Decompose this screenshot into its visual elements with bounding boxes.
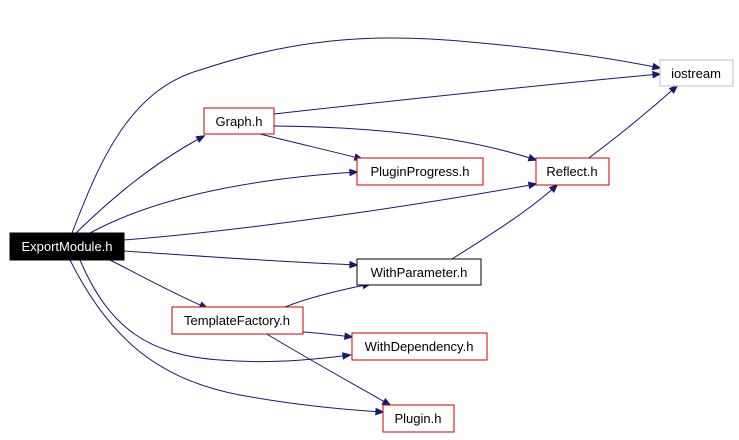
node-template-factory[interactable]: TemplateFactory.h	[171, 306, 304, 335]
edge-withparameter-to-reflect	[451, 185, 557, 260]
node-label: Graph.h	[216, 114, 263, 129]
node-label: iostream	[671, 66, 721, 81]
edge-export-to-graph	[75, 136, 204, 234]
edge-export-to-iostream	[71, 37, 660, 234]
edge-export-to-withparameter	[123, 250, 357, 265]
node-label: ExportModule.h	[21, 239, 112, 254]
node-plugin[interactable]: Plugin.h	[382, 404, 455, 433]
edge-graph-to-iostream	[273, 74, 660, 115]
edge-reflect-to-iostream	[585, 86, 677, 161]
node-reflect[interactable]: Reflect.h	[535, 157, 610, 186]
edge-templatefactory-to-withparameter	[284, 284, 370, 308]
node-label: Reflect.h	[546, 164, 597, 179]
node-with-dependency[interactable]: WithDependency.h	[351, 332, 488, 361]
edge-export-to-templatefactory	[109, 259, 207, 308]
edge-templatefactory-to-plugin	[264, 332, 390, 405]
edge-graph-to-reflect	[273, 125, 536, 160]
edge-export-to-reflect	[123, 184, 536, 241]
node-label: WithDependency.h	[365, 339, 474, 354]
edge-templatefactory-to-withdependency	[302, 331, 352, 337]
edge-export-to-pluginprogress	[89, 172, 357, 234]
node-label: TemplateFactory.h	[184, 313, 290, 328]
node-export-module[interactable]: ExportModule.h	[9, 232, 125, 261]
node-box	[203, 107, 275, 135]
node-box	[535, 157, 610, 186]
edges	[69, 37, 677, 412]
nodes: ExportModule.h iostream Graph.h PluginPr…	[9, 59, 734, 433]
node-label: PluginProgress.h	[371, 164, 470, 179]
node-box	[9, 232, 125, 261]
edge-export-to-plugin	[69, 259, 383, 412]
node-plugin-progress[interactable]: PluginProgress.h	[356, 157, 484, 186]
node-label: WithParameter.h	[371, 265, 468, 280]
node-with-parameter[interactable]: WithParameter.h	[356, 258, 482, 286]
node-graph[interactable]: Graph.h	[203, 107, 275, 135]
node-box	[356, 157, 484, 186]
node-box	[171, 306, 304, 335]
node-box	[659, 59, 734, 87]
node-iostream[interactable]: iostream	[659, 59, 734, 87]
node-box	[382, 404, 455, 433]
node-label: Plugin.h	[395, 411, 442, 426]
node-box	[351, 332, 488, 361]
node-box	[356, 258, 482, 286]
edge-graph-to-pluginprogress	[259, 133, 362, 159]
